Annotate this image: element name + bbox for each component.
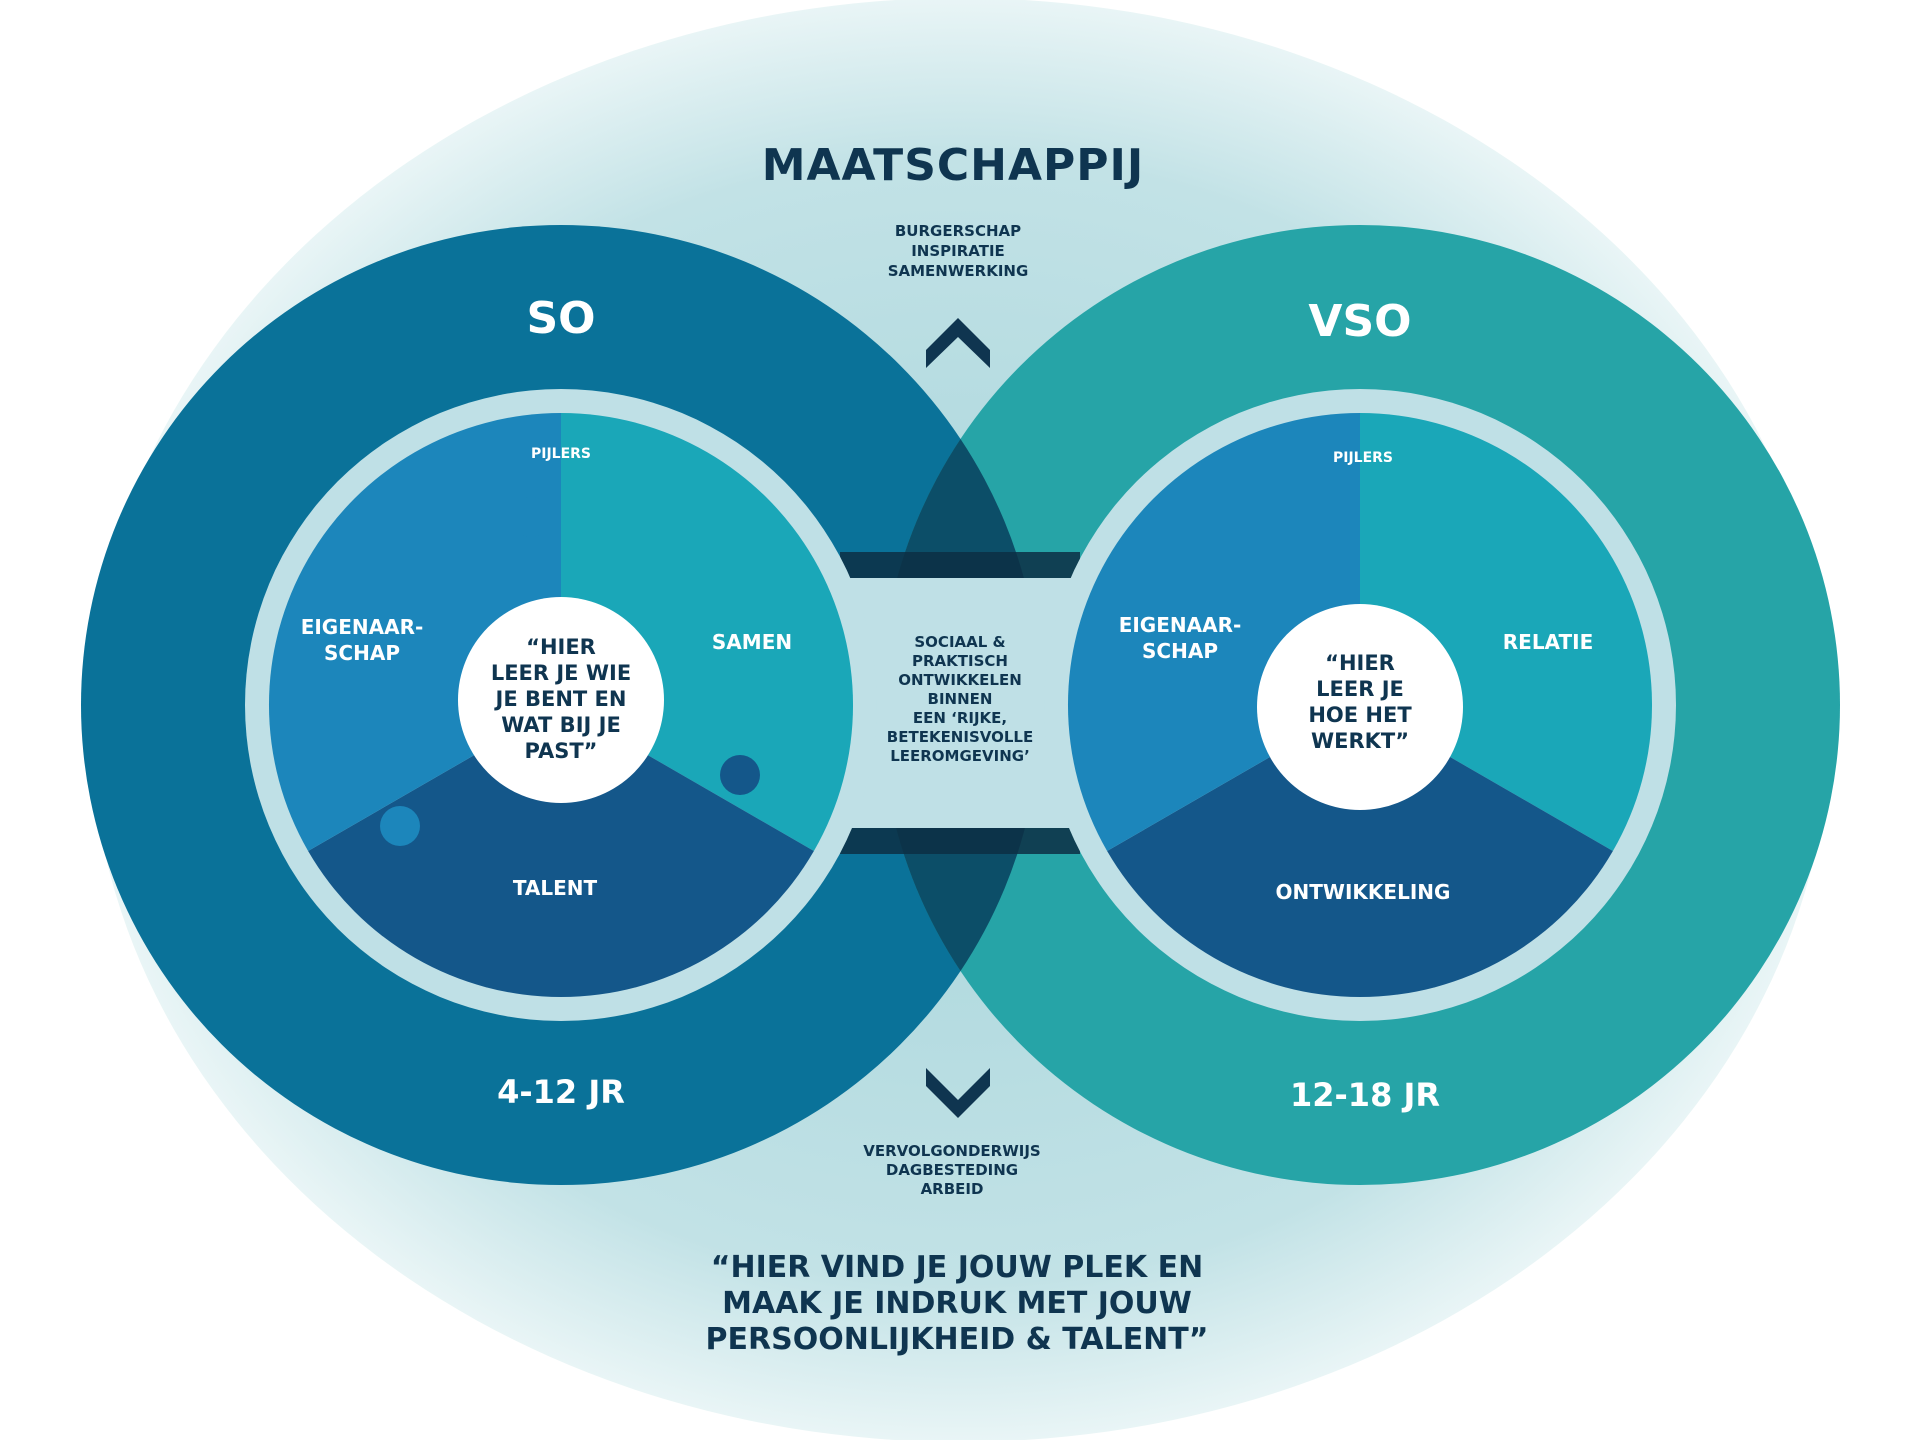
chevron-down-icon — [926, 1068, 990, 1118]
so-pillar-left: EIGENAAR- — [301, 615, 424, 639]
vso-seg-bottom — [1107, 705, 1613, 998]
vso-pillar-right: RELATIE — [1503, 630, 1593, 654]
so-pie — [268, 413, 854, 998]
so-seg-bottom — [308, 705, 814, 998]
so-pillar-bottom: TALENT — [513, 876, 598, 900]
so-quote-line: “HIER — [526, 635, 596, 659]
center-band-bottom-edge — [840, 828, 1080, 854]
vso-pillar-left: SCHAP — [1142, 639, 1218, 663]
chevron-up-icon — [926, 318, 990, 368]
puzzle-knob-right — [720, 755, 760, 795]
center-text-line: PRAKTISCH — [912, 652, 1008, 670]
vso-age: 12-18 JR — [1290, 1076, 1440, 1114]
so-quote-line: PAST” — [525, 739, 598, 763]
so-pillar-right: SAMEN — [712, 630, 792, 654]
so-center-circle — [458, 597, 664, 803]
so-pillars-label: PIJLERS — [531, 446, 591, 462]
so-quote-line: LEER JE WIE — [491, 661, 631, 685]
center-text-line: BINNEN — [928, 690, 993, 708]
society-quote-line: PERSOONLIJKHEID & TALENT” — [706, 1322, 1209, 1357]
society-bottom-item: DAGBESTEDING — [886, 1161, 1018, 1179]
vso-quote-line: HOE HET — [1308, 703, 1412, 727]
society-top-item: SAMENWERKING — [888, 262, 1029, 280]
society-top-item: BURGERSCHAP — [895, 222, 1021, 240]
society-title: MAATSCHAPPIJ — [762, 140, 1145, 191]
center-text-line: BETEKENISVOLLE — [887, 728, 1033, 746]
center-text-line: ONTWIKKELEN — [898, 671, 1022, 689]
society-top-item: INSPIRATIE — [911, 242, 1005, 260]
center-text-line: EEN ‘RIJKE, — [913, 709, 1007, 727]
center-text-line: LEEROMGEVING’ — [890, 747, 1030, 765]
vso-quote-line: WERKT” — [1311, 729, 1409, 753]
puzzle-knob-top — [511, 497, 551, 537]
so-age: 4-12 JR — [497, 1073, 625, 1111]
center-text-line: SOCIAAL & — [914, 633, 1005, 651]
vso-pillar-bottom: ONTWIKKELING — [1276, 880, 1451, 904]
society-quote-line: “HIER VIND JE JOUW PLEK EN — [711, 1250, 1203, 1285]
vso-title: VSO — [1308, 296, 1411, 347]
center-band-top-edge — [840, 552, 1080, 578]
center-band — [840, 578, 1080, 828]
vso-pillars-label: PIJLERS — [1333, 450, 1393, 466]
so-title: SO — [526, 293, 595, 344]
vso-quote-line: LEER JE — [1316, 677, 1404, 701]
so-quote-line: WAT BIJ JE — [501, 713, 621, 737]
puzzle-knob-left — [380, 806, 420, 846]
vso-quote-line: “HIER — [1325, 651, 1395, 675]
society-bottom-item: ARBEID — [921, 1180, 984, 1198]
society-quote-line: MAAK JE INDRUK MET JOUW — [722, 1286, 1192, 1321]
so-pillar-left: SCHAP — [324, 641, 400, 665]
so-quote-line: JE BENT EN — [494, 687, 627, 711]
vso-center-circle — [1257, 604, 1463, 810]
vso-pillar-left: EIGENAAR- — [1119, 613, 1242, 637]
society-bottom-item: VERVOLGONDERWIJS — [863, 1142, 1040, 1160]
